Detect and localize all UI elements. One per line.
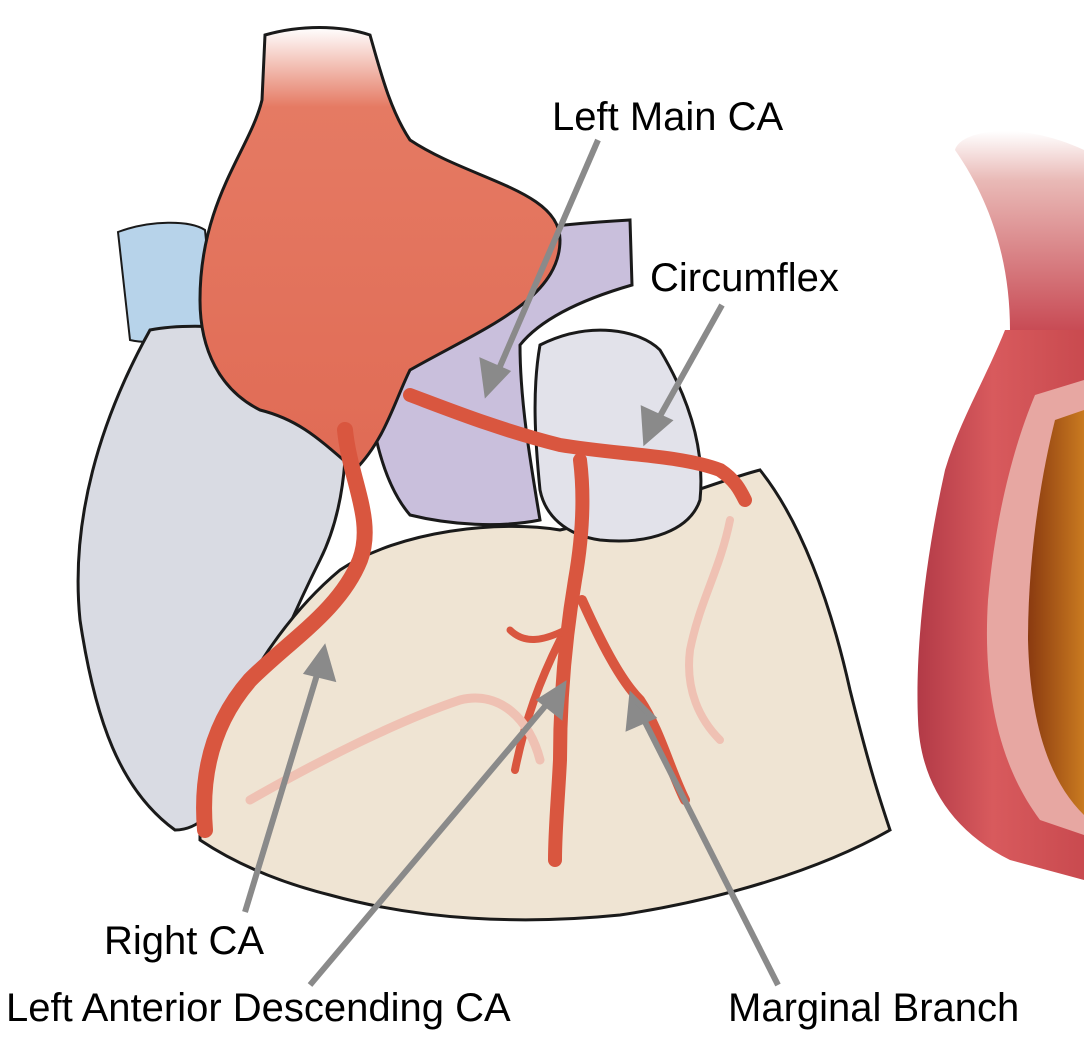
- artery-cross-section: [917, 131, 1084, 880]
- left-atrial-appendage: [535, 330, 701, 541]
- label-circumflex: Circumflex: [650, 255, 839, 301]
- label-left-anterior-descending-ca: Left Anterior Descending CA: [6, 985, 511, 1031]
- label-marginal-branch: Marginal Branch: [728, 985, 1019, 1031]
- label-left-main-ca: Left Main CA: [552, 94, 783, 140]
- label-right-ca: Right CA: [104, 918, 264, 964]
- vessel-top: [955, 131, 1084, 330]
